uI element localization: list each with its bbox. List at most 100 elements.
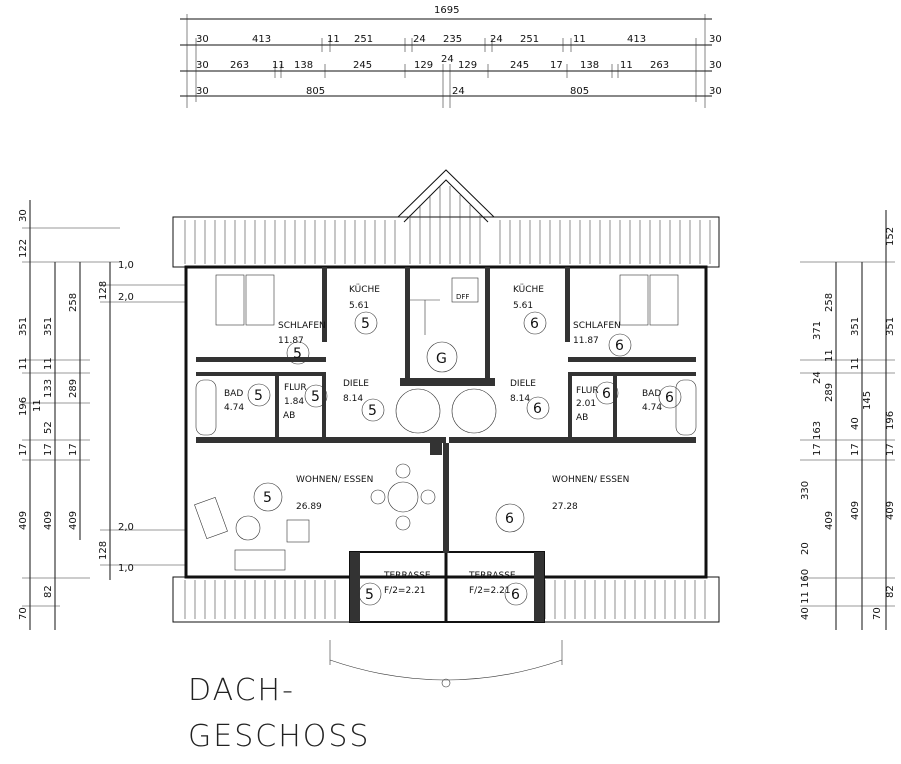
top-dimension-chains: 1695 30 413 11 251 24 235 24 251 11 413 … xyxy=(180,5,722,108)
unit-mark-bad-r: 6 xyxy=(665,390,674,406)
room-name-6: WOHNEN/ ESSEN xyxy=(296,475,373,485)
dim-r-4: 351 xyxy=(885,317,896,336)
dff-label: DFF xyxy=(456,293,469,301)
dim-l-7: 196 xyxy=(18,397,29,416)
dim-r1-1: 413 xyxy=(252,34,271,45)
dim-l-12: 409 xyxy=(43,511,54,530)
dim-r3-0: 30 xyxy=(196,86,209,97)
dim-l-4: 11 xyxy=(18,357,29,370)
dim-r2-10: 138 xyxy=(580,60,599,71)
dim-r1-4: 24 xyxy=(413,34,426,45)
dim-r-21: 160 xyxy=(800,569,811,588)
dim-r1-0: 30 xyxy=(196,34,209,45)
room-area-11: 2.01 xyxy=(576,399,596,409)
building xyxy=(172,169,720,688)
room-name-8: KÜCHE xyxy=(513,284,544,295)
dim-r2-8: 245 xyxy=(510,60,529,71)
dim-l-22: 2,0 xyxy=(118,292,134,303)
dim-r-7: 24 xyxy=(812,371,823,384)
room-name-15: TERRASSE xyxy=(468,571,516,581)
dim-r1-3: 251 xyxy=(354,34,373,45)
bath-fixtures xyxy=(195,379,697,436)
dim-l-0: 30 xyxy=(18,209,29,222)
room-area-0: 5.61 xyxy=(349,301,369,311)
dim-r3-2: 24 xyxy=(452,86,465,97)
dim-r-18: 409 xyxy=(850,501,861,520)
room-area-5: 8.14 xyxy=(343,394,363,404)
dim-total: 1695 xyxy=(434,5,459,16)
unit-mark-terrasse-r: 6 xyxy=(511,587,520,603)
dim-l-15: 82 xyxy=(43,585,54,598)
right-dimension-chains: 152 371 258 351 351 11 11 24 289 145 163… xyxy=(800,210,896,630)
dim-r2-13: 30 xyxy=(709,60,722,71)
unit-mark-flur-r: 6 xyxy=(602,386,611,402)
unit-mark-bad-l: 5 xyxy=(254,388,263,404)
dim-r-8: 289 xyxy=(824,383,835,402)
unit-mark-diele-l: 5 xyxy=(368,403,377,419)
dim-r2-12: 263 xyxy=(650,60,669,71)
dim-l-3: 258 xyxy=(68,293,79,312)
unit-mark-kueche-r: 6 xyxy=(530,316,539,332)
dim-r-16: 330 xyxy=(800,481,811,500)
dim-l-25: 1,0 xyxy=(118,563,134,574)
title-line-1: DACH- xyxy=(188,673,295,708)
dim-r-3: 351 xyxy=(850,317,861,336)
left-dimension-chains: 30 122 351 258 11 11 133 196 11 52 17 40… xyxy=(18,200,185,630)
dim-r2-9: 17 xyxy=(550,60,563,71)
dim-r2-4: 245 xyxy=(353,60,372,71)
room-name-12: AB xyxy=(576,413,588,423)
dim-r1-10: 30 xyxy=(709,34,722,45)
dim-r1-2: 11 xyxy=(327,34,340,45)
room-area-15: F/2=2.21 xyxy=(469,586,511,596)
room-area-8: 5.61 xyxy=(513,301,533,311)
gable-hatch xyxy=(409,186,481,264)
dim-r-0: 152 xyxy=(885,227,896,246)
dim-r-6: 11 xyxy=(850,357,861,370)
dim-r-11: 40 xyxy=(850,417,861,430)
unit-mark-stair: G xyxy=(436,351,447,367)
dim-l-11: 409 xyxy=(18,511,29,530)
dim-r1-8: 11 xyxy=(573,34,586,45)
unit-mark-wohnen-r: 6 xyxy=(505,511,514,527)
dim-r3-1: 805 xyxy=(306,86,325,97)
room-area-9: 11.87 xyxy=(573,336,599,346)
room-area-3: 1.84 xyxy=(284,397,304,407)
dim-r-14: 17 xyxy=(850,443,861,456)
unit-mark-schlafen-l: 5 xyxy=(293,346,302,362)
room-name-9: SCHLAFEN xyxy=(573,321,621,331)
room-area-14: 27.28 xyxy=(552,502,578,512)
dim-r2-2: 11 xyxy=(272,60,285,71)
dim-r1-7: 251 xyxy=(520,34,539,45)
dim-r-24: 82 xyxy=(885,585,896,598)
dim-l-8: 11 xyxy=(32,399,43,412)
dim-l-20: 128 xyxy=(98,281,109,300)
dim-l-16: 289 xyxy=(68,379,79,398)
unit-mark-kueche-l: 5 xyxy=(361,316,370,332)
dim-l-13: 409 xyxy=(68,511,79,530)
dim-l-9: 52 xyxy=(43,421,54,434)
room-name-3: FLUR xyxy=(284,383,307,393)
dim-r-19: 409 xyxy=(885,501,896,520)
room-area-1: 11.87 xyxy=(278,336,304,346)
dim-r2-7: 129 xyxy=(458,60,477,71)
room-name-1: SCHLAFEN xyxy=(278,321,326,331)
room-name-7: TERRASSE xyxy=(383,571,431,581)
dim-l-17: 17 xyxy=(43,443,54,456)
dim-l-24: 128 xyxy=(98,541,109,560)
dim-l-10: 17 xyxy=(18,443,29,456)
room-name-13: DIELE xyxy=(510,379,536,389)
dim-r-13: 17 xyxy=(812,443,823,456)
dim-l-1: 122 xyxy=(18,239,29,258)
dim-l-21: 1,0 xyxy=(118,260,134,271)
dim-r1-5: 235 xyxy=(443,34,462,45)
dim-r-9: 145 xyxy=(862,391,873,410)
room-labels: KÜCHE 5.61 SCHLAFEN 11.87 BAD 4.74 FLUR … xyxy=(224,284,662,596)
unit-mark-terrasse-l: 5 xyxy=(365,587,374,603)
room-area-13: 8.14 xyxy=(510,394,530,404)
unit-mark-diele-r: 6 xyxy=(533,401,542,417)
room-name-11: FLUR xyxy=(576,386,599,396)
dim-r-17: 409 xyxy=(824,511,835,530)
room-name-5: DIELE xyxy=(343,379,369,389)
dim-r3-3: 805 xyxy=(570,86,589,97)
